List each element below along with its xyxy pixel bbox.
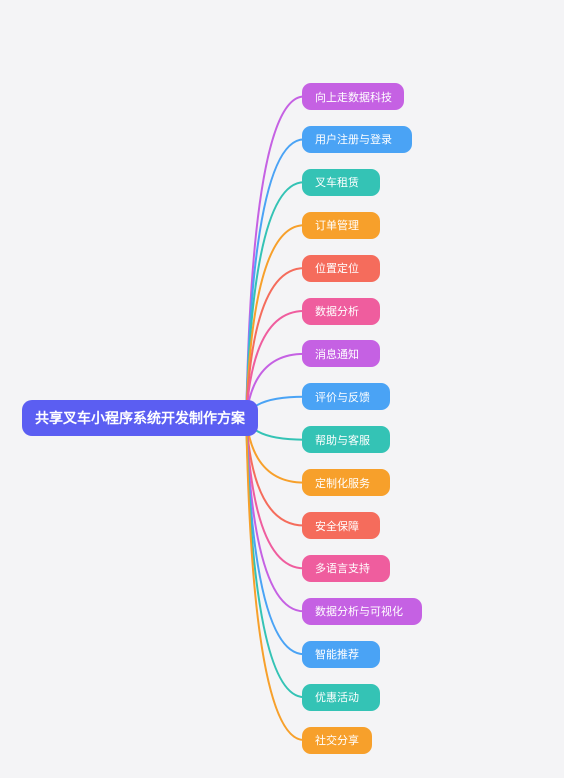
branch-node[interactable]: 评价与反馈 <box>302 383 390 411</box>
branch-node[interactable]: 社交分享 <box>302 726 372 754</box>
connector-line <box>245 95 305 419</box>
branch-node[interactable]: 订单管理 <box>302 211 380 239</box>
branch-node[interactable]: 帮助与客服 <box>302 426 390 454</box>
branch-node[interactable]: 数据分析 <box>302 297 380 325</box>
connector-line <box>245 417 305 527</box>
branch-node[interactable]: 消息通知 <box>302 340 380 368</box>
branch-node[interactable]: 智能推荐 <box>302 640 380 668</box>
connector-line <box>245 417 305 741</box>
branch-node[interactable]: 定制化服务 <box>302 469 390 497</box>
branch-node[interactable]: 多语言支持 <box>302 554 390 582</box>
branch-node[interactable]: 优惠活动 <box>302 683 380 711</box>
branch-node[interactable]: 叉车租赁 <box>302 168 380 196</box>
branch-node[interactable]: 安全保障 <box>302 512 380 539</box>
branch-node[interactable]: 用户注册与登录 <box>302 125 412 153</box>
root-topic[interactable]: 共享叉车小程序系统开发制作方案 <box>22 400 258 436</box>
branch-node[interactable]: 数据分析与可视化 <box>302 597 422 625</box>
connector-line <box>245 138 305 419</box>
branch-node[interactable]: 向上走数据科技 <box>302 83 404 110</box>
connector-line <box>245 417 305 699</box>
branch-node[interactable]: 位置定位 <box>302 254 380 282</box>
